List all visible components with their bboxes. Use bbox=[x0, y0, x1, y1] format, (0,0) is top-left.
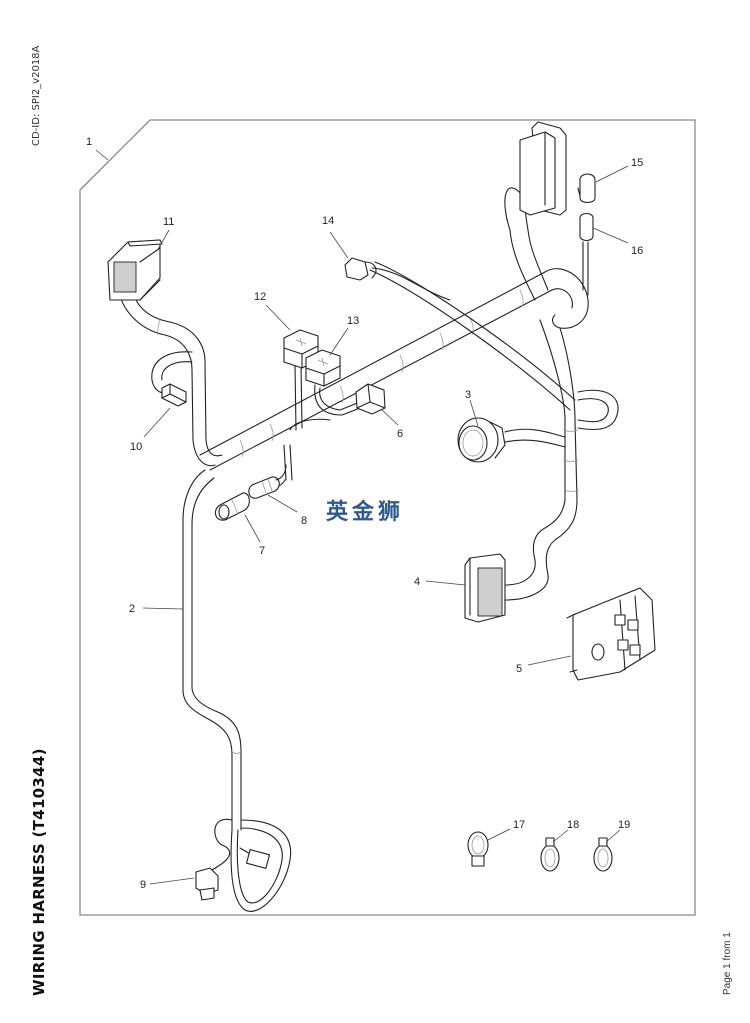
part-5-bracket bbox=[566, 587, 656, 681]
right-branch bbox=[504, 185, 619, 601]
leader-3 bbox=[469, 399, 479, 427]
leader-13 bbox=[329, 327, 349, 356]
main-harness-trunk bbox=[199, 268, 589, 471]
callout-18: 18 bbox=[567, 819, 579, 831]
callout-12: 12 bbox=[254, 291, 266, 303]
leader-15 bbox=[595, 165, 629, 183]
leader-8 bbox=[267, 494, 298, 513]
part-top-box-connector bbox=[519, 121, 567, 216]
part-7-cylinder-cap bbox=[214, 492, 250, 521]
leader-5 bbox=[527, 655, 572, 666]
callout-3: 3 bbox=[465, 389, 471, 401]
crossing-cable bbox=[369, 261, 576, 411]
callout-6: 6 bbox=[397, 428, 403, 440]
callout-15: 15 bbox=[631, 157, 643, 169]
callout-5: 5 bbox=[516, 663, 522, 675]
part-3-round-connector bbox=[457, 417, 506, 463]
callout-10: 10 bbox=[130, 441, 142, 453]
callout-1: 1 bbox=[86, 136, 92, 148]
leader-10 bbox=[143, 407, 171, 438]
callout-2: 2 bbox=[129, 603, 135, 615]
part-4-rect-connector bbox=[464, 553, 506, 623]
callout-14: 14 bbox=[322, 215, 334, 227]
callout-13: 13 bbox=[347, 315, 359, 327]
leader-4 bbox=[425, 580, 466, 586]
part-15-round-cap bbox=[577, 173, 596, 204]
part-14-small-plug bbox=[344, 257, 377, 281]
part-16-round-plug bbox=[579, 212, 594, 296]
part-19-clip bbox=[593, 837, 613, 872]
part-17-clip bbox=[467, 831, 489, 867]
callout-9: 9 bbox=[140, 879, 146, 891]
leader-14 bbox=[329, 231, 349, 259]
watermark-text: 英金狮 bbox=[326, 500, 405, 525]
callout-17: 17 bbox=[513, 819, 525, 831]
part-9-sensor-connector bbox=[195, 849, 271, 901]
relay-branches bbox=[273, 267, 451, 488]
leader-9 bbox=[149, 877, 195, 885]
leader-11 bbox=[156, 229, 170, 252]
callout-4: 4 bbox=[414, 576, 420, 588]
leader-6 bbox=[381, 409, 399, 426]
part-6-inline-connector bbox=[355, 383, 386, 415]
callout-19: 19 bbox=[618, 819, 630, 831]
part-8-cylinder-plug bbox=[248, 464, 287, 499]
part-11-square-connector bbox=[107, 239, 163, 301]
leader-12 bbox=[265, 304, 291, 331]
leader-7 bbox=[244, 514, 261, 543]
leader-lines bbox=[95, 149, 629, 885]
leader-17 bbox=[487, 828, 511, 841]
leader-1 bbox=[95, 149, 109, 161]
callout-8: 8 bbox=[301, 515, 307, 527]
leader-2 bbox=[142, 607, 184, 610]
callout-11: 11 bbox=[163, 216, 174, 228]
callout-16: 16 bbox=[631, 245, 643, 257]
left-branch bbox=[117, 281, 292, 912]
diagram-frame bbox=[79, 119, 696, 916]
part-10-inline-connector bbox=[161, 383, 187, 407]
leader-18 bbox=[552, 829, 569, 843]
callout-7: 7 bbox=[259, 545, 265, 557]
part-13-relay-socket bbox=[305, 349, 341, 387]
leader-16 bbox=[592, 227, 629, 244]
callout-numbers: 1 2 3 4 5 6 7 8 9 10 11 12 13 14 15 16 1… bbox=[86, 136, 643, 891]
part-18-clip bbox=[540, 837, 560, 872]
leader-19 bbox=[605, 829, 621, 843]
